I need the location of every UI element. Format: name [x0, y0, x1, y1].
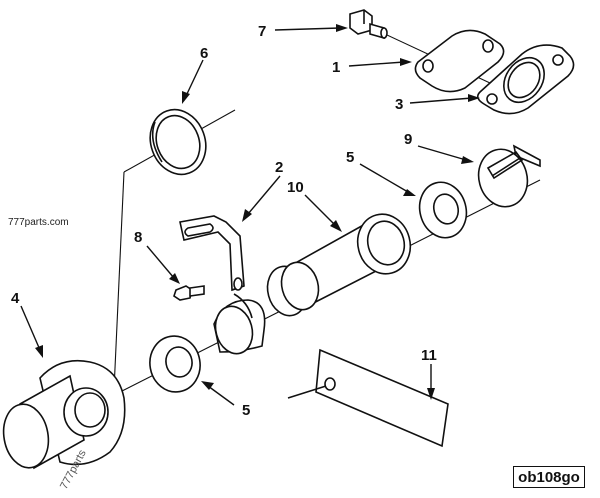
figure-id-label: ob108go — [513, 466, 585, 488]
callout-4: 4 — [11, 290, 20, 307]
part-5-washer-lower — [149, 335, 201, 393]
callout-7: 7 — [258, 23, 266, 40]
callout-3: 3 — [395, 96, 403, 113]
part-2-bracket — [179, 215, 266, 355]
callout-5-top: 5 — [346, 149, 354, 166]
callout-9: 9 — [404, 131, 412, 148]
callout-2: 2 — [275, 159, 283, 176]
callout-10: 10 — [287, 179, 304, 196]
callout-11: 11 — [421, 347, 437, 364]
part-11-tag — [287, 348, 449, 448]
callout-6: 6 — [200, 45, 208, 62]
part-8-bolt — [173, 285, 205, 301]
callout-1: 1 — [332, 59, 340, 76]
callout-labels: 7 1 3 6 2 10 5 9 8 4 5 11 — [11, 23, 437, 419]
part-5-washer-upper — [418, 181, 468, 239]
part-10-tube — [266, 213, 412, 317]
part-9-plug — [477, 144, 541, 208]
callout-5-bottom: 5 — [242, 402, 250, 419]
part-1-cover-plate — [414, 29, 505, 93]
part-7-bolt — [349, 9, 388, 40]
watermark-text: 777parts.com — [8, 217, 69, 228]
part-4-elbow — [2, 359, 126, 470]
leader-arrows — [20, 24, 480, 406]
callout-8: 8 — [134, 229, 142, 246]
part-3-gasket — [476, 44, 575, 115]
part-6-ring — [149, 108, 207, 176]
